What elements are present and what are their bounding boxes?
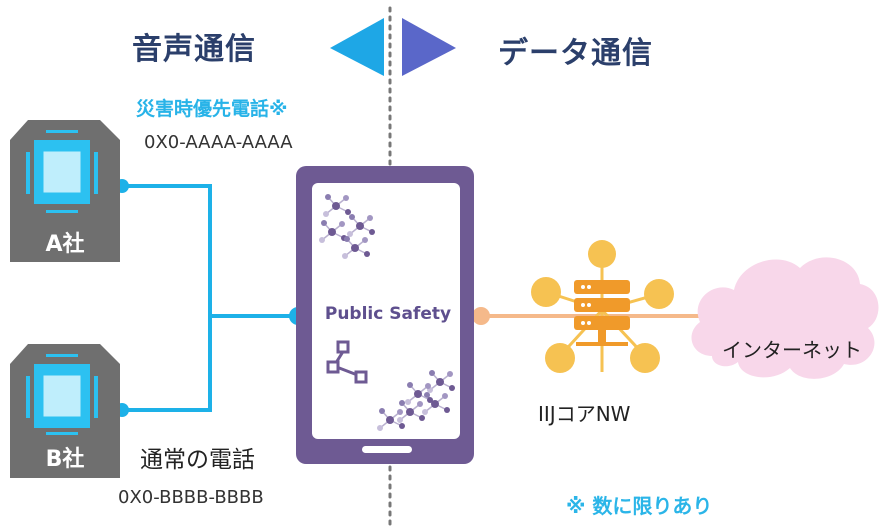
core-network (531, 240, 674, 373)
footnote: ※ 数に限りあり (566, 494, 713, 518)
chip-a-label: A社 (45, 232, 85, 257)
arrow-right-icon (402, 18, 456, 76)
internet-label: インターネット (722, 338, 862, 362)
voice-header: 音声通信 (132, 32, 256, 67)
sim-chip-icon-b (10, 344, 120, 478)
cloud-icon (691, 257, 879, 379)
normal-phone-label: 通常の電話 (140, 447, 255, 473)
priority-phone-number: 0X0-AAAA-AAAA (144, 132, 293, 153)
smartphone (296, 166, 474, 464)
voice-lines (122, 184, 300, 412)
normal-phone-number: 0X0-BBBB-BBBB (118, 487, 264, 508)
arrow-left-icon (330, 18, 384, 76)
port-phone-right (472, 307, 490, 325)
core-network-label: IIJコアNW (538, 402, 631, 426)
server-icon (574, 280, 630, 346)
share-icon (326, 340, 368, 384)
sim-chip-icon-a (10, 120, 120, 262)
data-header: データ通信 (498, 36, 653, 71)
priority-phone-label: 災害時優先電話※ (136, 98, 288, 120)
public-safety-label: Public Safety (324, 304, 452, 324)
chip-b-label: B社 (45, 447, 85, 472)
